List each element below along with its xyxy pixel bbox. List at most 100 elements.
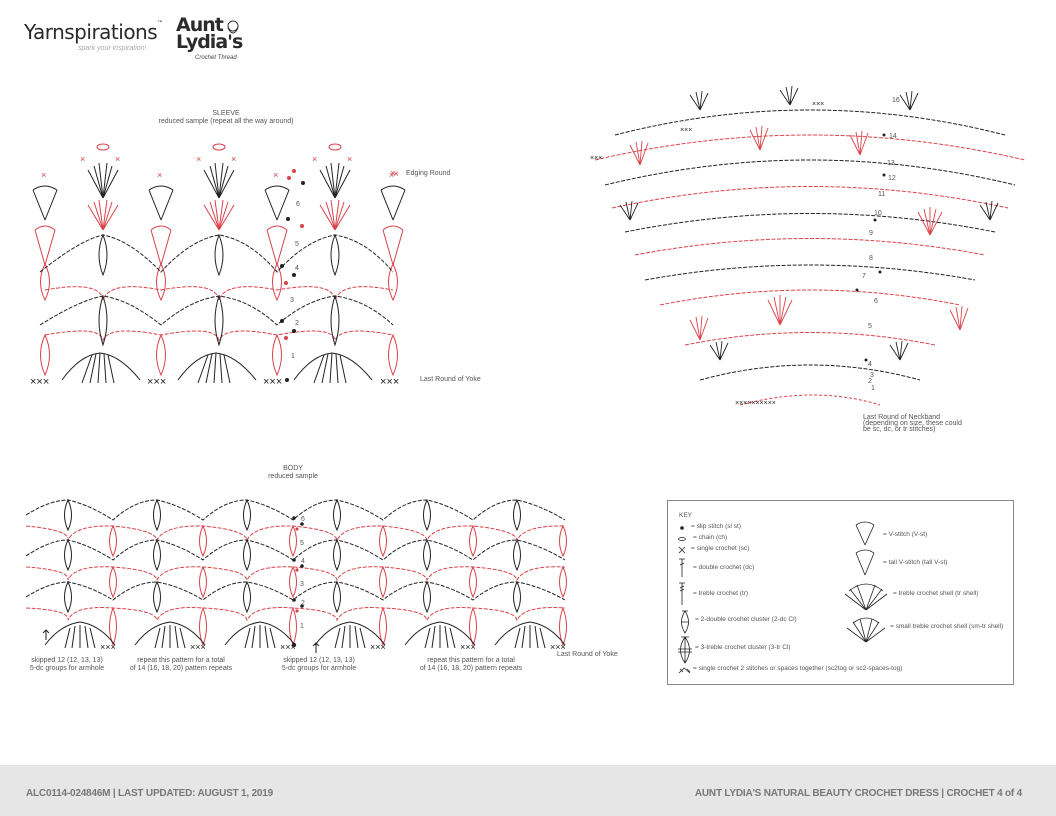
- edging-x-icon: ×: [393, 169, 399, 180]
- neck-round-8: 8: [869, 255, 873, 262]
- neckband-label-line3: be sc, dc, or tr stitches): [863, 426, 936, 433]
- note-line: repeat this pattern for a total: [137, 657, 225, 664]
- neck-round-4: 4: [868, 361, 872, 368]
- double-crochet-icon: [679, 558, 685, 577]
- sleeve-edging-label: Edging Round: [406, 170, 451, 177]
- treble-crochet-icon: [679, 582, 685, 605]
- neck-round-14: 14: [889, 133, 897, 140]
- body-round-6: 6: [301, 516, 305, 523]
- sm-tr-shell-icon: [846, 617, 886, 643]
- 3-tr-cluster-icon: [678, 636, 692, 664]
- svg-text:×××: ×××: [190, 642, 206, 652]
- footer-bar: [0, 765, 1056, 816]
- brand-tagline: spark your inspiration!: [78, 45, 147, 52]
- key-v-stitch: = V-stitch (V-st): [883, 531, 928, 538]
- neck-round-10: 10: [874, 210, 882, 217]
- body-last-round-label: Last Round of Yoke: [557, 651, 618, 658]
- key-tr-shell: = treble crochet shell (tr shell): [893, 590, 979, 597]
- neck-round-16: 16: [892, 97, 900, 104]
- note-line: of 14 (16, 18, 20) pattern repeats: [129, 665, 233, 672]
- svg-text:×: ×: [196, 154, 201, 164]
- key-sc2tog: = single crochet 2 stitches or spaces to…: [693, 665, 903, 672]
- trademark: ™: [157, 20, 163, 27]
- sleeve-subtitle: reduced sample (repeat all the way aroun…: [158, 118, 294, 125]
- sleeve-title: SLEEVE: [212, 110, 240, 117]
- sleeve-round-6: 6: [296, 201, 300, 208]
- sleeve-round-3: 3: [290, 297, 294, 304]
- key-sm-tr-shell: = small treble crochet shell (sm-tr shel…: [890, 623, 1004, 630]
- neck-round-12: 12: [888, 175, 896, 182]
- svg-text:×××: ×××: [100, 642, 116, 652]
- footer-pattern-id: ALC0114-024846M | LAST UPDATED: AUGUST 1…: [26, 788, 274, 799]
- tr-shell-icon: [844, 583, 888, 611]
- sleeve-round-5: 5: [295, 241, 299, 248]
- key-3tr-cluster: = 3-treble crochet cluster (3-tr Cl): [695, 644, 791, 651]
- svg-text:×××: ×××: [590, 155, 602, 162]
- svg-text:×: ×: [41, 170, 46, 180]
- key-double-crochet: = double crochet (dc): [693, 564, 755, 571]
- svg-text:×: ×: [312, 154, 317, 164]
- chain-icon: [678, 537, 686, 541]
- neck-round-11: 11: [878, 191, 885, 198]
- svg-text:×: ×: [273, 170, 278, 180]
- logo-aunt-text: Aunt: [176, 14, 224, 36]
- svg-text:×: ×: [347, 154, 352, 164]
- body-round-4: 4: [301, 558, 305, 565]
- svg-text:×××: ×××: [30, 376, 49, 388]
- sleeve-title-block: SLEEVE reduced sample (repeat all the wa…: [140, 110, 312, 126]
- note-line: repeat this pattern for a total: [427, 657, 515, 664]
- lady-portrait-icon: [227, 20, 239, 34]
- note-line: skipped 12 (12, 13, 13): [31, 657, 103, 664]
- sleeve-chart: ××× ××× ××× ×××: [30, 143, 406, 388]
- neck-round-6: 6: [874, 298, 878, 305]
- svg-text:×××: ×××: [812, 101, 824, 108]
- svg-text:×××: ×××: [680, 127, 692, 134]
- neck-round-3: 3: [870, 372, 874, 379]
- svg-text:×××: ×××: [147, 376, 166, 388]
- svg-text:×: ×: [157, 170, 162, 180]
- key-title: KEY: [679, 512, 693, 519]
- svg-text:××××××××××: ××××××××××: [735, 400, 776, 407]
- logo-lydias-text: Lydia's: [176, 31, 243, 53]
- svg-text:×: ×: [389, 170, 394, 180]
- key-2dc-cluster: = 2-double crochet cluster (2-dc Cl): [695, 616, 797, 623]
- body-note-armhole-2: skipped 12 (12, 13, 13) 5-dc groups for …: [274, 657, 364, 673]
- neck-round-9: 9: [869, 230, 873, 237]
- svg-text:×: ×: [231, 154, 236, 164]
- neck-round-13: 13: [887, 160, 895, 167]
- neck-round-7: 7: [862, 273, 866, 280]
- key-slip-stitch: = slip stitch (sl st): [691, 523, 742, 530]
- neckband-label-line2: (depending on size, these could: [863, 420, 962, 427]
- note-line: 5-dc groups for armhole: [281, 665, 357, 672]
- body-note-armhole-1: skipped 12 (12, 13, 13) 5-dc groups for …: [22, 657, 112, 673]
- sleeve-round-2: 2: [295, 320, 299, 327]
- yarnspirations-logo: Yarnspirations™: [24, 20, 163, 44]
- sleeve-round-4: 4: [295, 265, 299, 272]
- sleeve-round-1: 1: [291, 353, 295, 360]
- sc2tog-icon: [678, 667, 691, 674]
- svg-text:×××: ×××: [263, 376, 282, 388]
- key-treble-crochet: = treble crochet (tr): [693, 590, 749, 597]
- svg-text:×: ×: [80, 154, 85, 164]
- key-single-crochet: = single crochet (sc): [691, 545, 750, 552]
- body-chart: ×××××××××××××××××× 1 2 3 4 5 6: [25, 498, 567, 653]
- aunt-lydias-logo: Aunt Lydia's: [176, 14, 243, 53]
- body-round-3: 3: [300, 581, 304, 588]
- svg-text:×: ×: [115, 154, 120, 164]
- svg-text:×××: ×××: [380, 376, 399, 388]
- neckband-last-round-label: Last Round of Neckband (depending on siz…: [863, 414, 962, 433]
- svg-text:×: ×: [390, 168, 395, 178]
- note-line: skipped 12 (12, 13, 13): [283, 657, 355, 664]
- key-tall-v-stitch: = tall V-stitch (tall V-st): [883, 559, 948, 566]
- svg-text:×××: ×××: [280, 642, 296, 652]
- slip-stitch-icon: [680, 526, 684, 530]
- footer-pattern-title: AUNT LYDIA'S NATURAL BEAUTY CROCHET DRES…: [694, 788, 1022, 799]
- svg-text:×××: ×××: [370, 642, 386, 652]
- single-crochet-icon: [678, 546, 686, 554]
- yarnspirations-wordmark: Yarnspirations: [24, 20, 158, 44]
- v-stitch-icon: [855, 521, 875, 546]
- svg-text:×××: ×××: [550, 642, 566, 652]
- neckband-chart: ××××××××××××××××××× 1 2 3 4 5 6 7 8 9 10…: [590, 85, 1026, 407]
- body-note-repeat-1: repeat this pattern for a total of 14 (1…: [122, 657, 240, 673]
- body-title-block: BODY reduced sample: [240, 465, 346, 481]
